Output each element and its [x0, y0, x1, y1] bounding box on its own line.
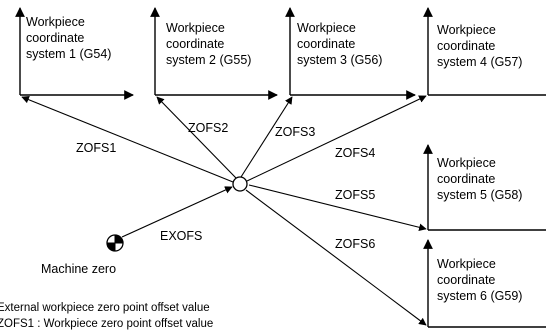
zofs1-arrow	[21, 96, 234, 183]
zofs5-label: ZOFS5	[335, 188, 376, 202]
wcs1-label-line2: coordinate	[26, 31, 85, 45]
wcs3-axes	[285, 7, 416, 100]
wcs2-label-line2: coordinate	[166, 37, 225, 51]
footnote-line2: ZOFS1 : Workpiece zero point offset valu…	[0, 318, 214, 330]
wcs3-label-line3: system 3 (G56)	[297, 53, 383, 67]
wcs5-axes	[423, 144, 546, 231]
wcs3-label-line1: Workpiece	[297, 21, 356, 35]
machine-zero-icon	[106, 234, 124, 252]
wcs5-label-line2: coordinate	[437, 172, 496, 186]
exofs-label: EXOFS	[160, 229, 203, 243]
zofs2-label: ZOFS2	[188, 121, 229, 135]
wcs4-label: Workpiece coordinate system 4 (G57)	[437, 22, 522, 70]
wcs6-label-line1: Workpiece	[437, 257, 496, 271]
wcs2-axes	[150, 7, 278, 100]
zofs4-label: ZOFS4	[335, 146, 376, 160]
wcs5-label-line1: Workpiece	[437, 156, 496, 170]
zofs4-arrow	[246, 95, 427, 182]
wcs5-label: Workpiece coordinate system 5 (G58)	[437, 155, 522, 203]
wcs2-label-line1: Workpiece	[166, 21, 225, 35]
wcs6-axes	[423, 239, 546, 328]
zofs1-label: ZOFS1	[76, 141, 117, 155]
zofs3-label: ZOFS3	[275, 125, 316, 139]
zofs3-arrow	[240, 96, 293, 178]
wcs1-label-line3: system 1 (G54)	[26, 47, 112, 61]
wcs2-label: Workpiece coordinate system 2 (G55)	[166, 20, 251, 68]
wcs4-label-line2: coordinate	[437, 39, 496, 53]
wcs5-label-line3: system 5 (G58)	[437, 188, 523, 202]
offset-origin-point	[232, 176, 248, 192]
zofs6-arrow	[245, 189, 427, 326]
zofs5-arrow	[248, 184, 427, 232]
wcs3-label: Workpiece coordinate system 3 (G56)	[297, 20, 382, 68]
machine-zero-label: Machine zero	[41, 262, 117, 276]
footnote-line1: External workpiece zero point offset val…	[0, 302, 210, 314]
wcs4-axes	[423, 7, 546, 96]
wcs4-label-line1: Workpiece	[437, 23, 496, 37]
wcs1-label: Workpiece coordinate system 1 (G54)	[26, 14, 111, 62]
wcs2-label-line3: system 2 (G55)	[166, 53, 252, 67]
wcs1-axes	[15, 7, 134, 100]
wcs1-label-line1: Workpiece	[26, 15, 85, 29]
wcs6-label: Workpiece coordinate system 6 (G59)	[437, 256, 522, 304]
wcs4-label-line3: system 4 (G57)	[437, 55, 523, 69]
wcs6-label-line2: coordinate	[437, 273, 496, 287]
zofs2-arrow	[156, 96, 237, 179]
wcs3-label-line2: coordinate	[297, 37, 356, 51]
zofs6-label: ZOFS6	[335, 237, 376, 251]
exofs-arrow	[121, 186, 233, 238]
wcs6-label-line3: system 6 (G59)	[437, 289, 523, 303]
